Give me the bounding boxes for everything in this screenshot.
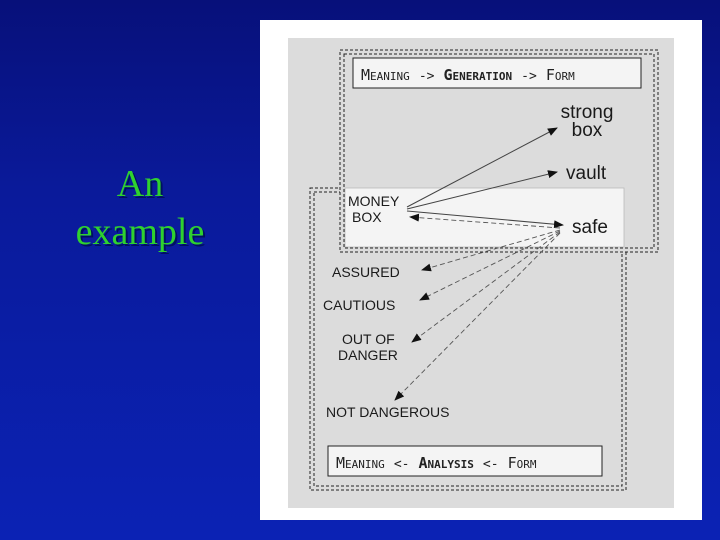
- arrow-safe-to-out-of-danger: [411, 231, 561, 343]
- word-strong: strong: [561, 102, 614, 123]
- word-safe: safe: [572, 217, 608, 238]
- generation-header: MEANING -> GENERATION -> FORM: [361, 66, 575, 84]
- concept-danger: DANGER: [338, 347, 398, 363]
- arrow-safe-to-not-dangerous: [394, 232, 561, 401]
- arrow-safe-to-moneybox: [409, 213, 561, 229]
- slide-title-line-2: example: [75, 211, 205, 253]
- word-vault: vault: [566, 163, 607, 184]
- generation-header-box: [352, 57, 642, 89]
- arrow-moneybox-to-strongbox: [406, 127, 558, 208]
- arrow-moneybox-to-vault: [406, 170, 558, 210]
- slide-title-line-1: An: [116, 163, 164, 205]
- word-box: box: [572, 120, 603, 141]
- concept-cautious: CAUTIOUS: [323, 297, 395, 313]
- analysis-header-box: [327, 445, 603, 477]
- concept-assured: ASSURED: [332, 264, 400, 280]
- analysis-header: MEANING <- ANALYSIS <- FORM: [336, 454, 537, 472]
- meaning-form-diagram: MEANING -> GENERATION -> FORM MEANING <-…: [309, 49, 659, 491]
- figure-card: MEANING -> GENERATION -> FORM MEANING <-…: [260, 20, 702, 520]
- arrow-moneybox-to-safe: [406, 210, 564, 229]
- concept-money: MONEY: [348, 193, 400, 209]
- concept-box: BOX: [352, 209, 382, 225]
- concept-out-of: OUT OF: [342, 331, 395, 347]
- slide-title: An example: [30, 160, 250, 256]
- concept-not-dangerous: NOT DANGEROUS: [326, 404, 449, 420]
- arrow-safe-to-cautious: [419, 230, 561, 301]
